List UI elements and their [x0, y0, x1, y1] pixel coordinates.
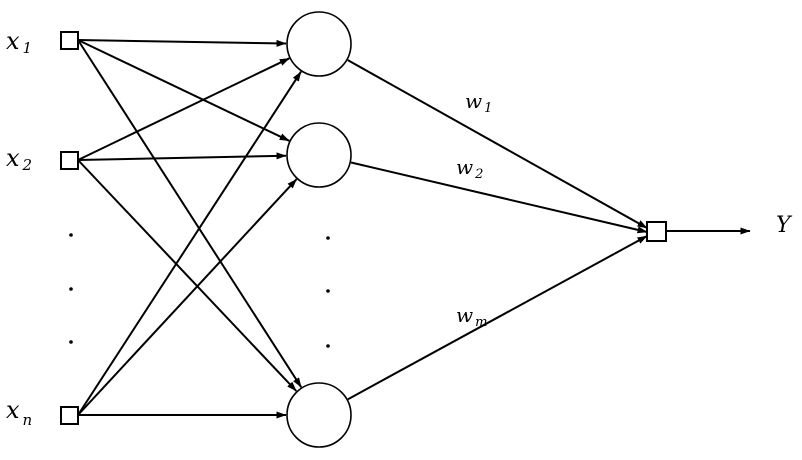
edge-x1-hm — [77, 39, 303, 388]
hidden-neuron-m — [286, 382, 352, 448]
input-node-xn — [60, 406, 79, 425]
weight-edge-hm — [347, 235, 648, 401]
output-node — [646, 221, 667, 242]
edge-xn-h2 — [77, 178, 298, 416]
edge-x2-hm — [77, 159, 298, 392]
input-node-x2 — [60, 151, 79, 170]
weight-edges — [347, 59, 648, 401]
weight-edge-h1 — [347, 59, 648, 229]
edge-x2-h1 — [77, 57, 290, 161]
input-ellipsis — [69, 233, 73, 344]
edge-x1-h1 — [77, 39, 287, 47]
input-node-x1 — [60, 31, 79, 50]
weight-edge-h2 — [350, 161, 648, 234]
output-label-y: Y — [776, 213, 793, 238]
hidden-neuron-1 — [286, 11, 352, 77]
hidden-neuron-2 — [286, 122, 352, 188]
edge-x1-h2 — [77, 39, 290, 142]
hidden-ellipsis — [326, 236, 330, 348]
edge-x2-h2 — [77, 152, 287, 161]
edge-xn-h1 — [77, 71, 302, 416]
input-edges — [77, 39, 303, 419]
